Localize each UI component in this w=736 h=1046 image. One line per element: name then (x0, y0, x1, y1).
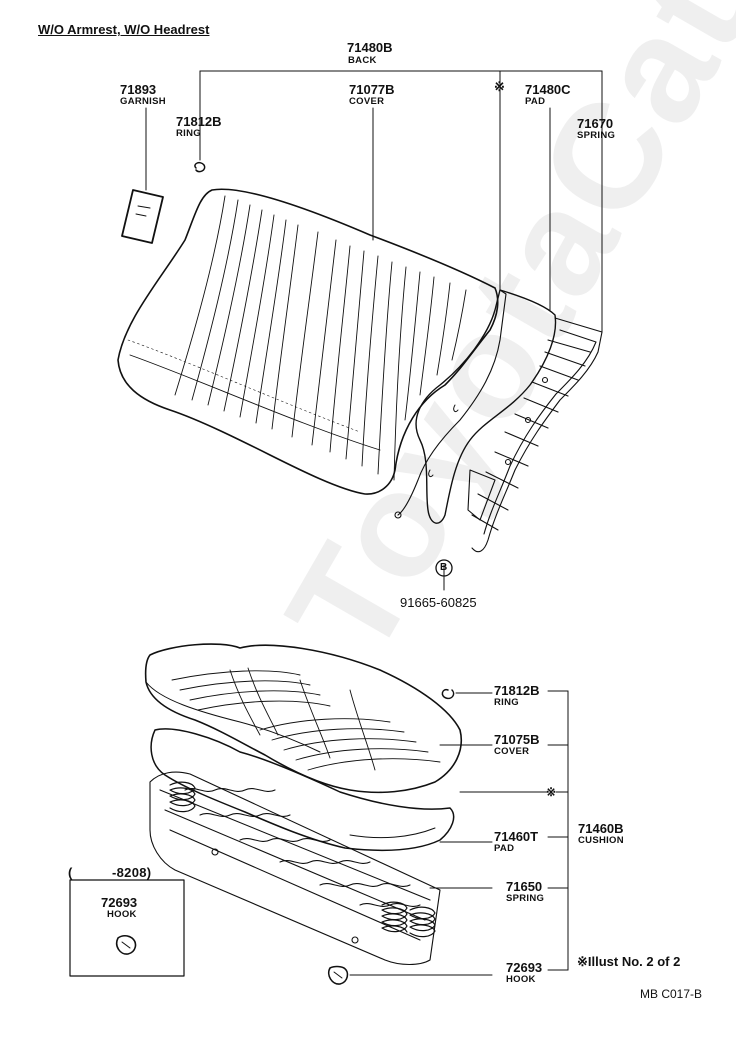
back-leader-lines (145, 70, 603, 591)
back-cover-number: 71077B (349, 82, 395, 97)
back-pad-name: PAD (525, 96, 546, 107)
cushion-pad-number: 71460T (494, 829, 539, 844)
back-group-number: 71480B (347, 40, 393, 55)
cushion-spring-number: 71650 (506, 879, 543, 894)
back-ring-part (194, 161, 206, 173)
cushion-pad-name: PAD (494, 843, 515, 854)
coil-springs (169, 781, 436, 938)
drawing-code: MB C017-B (640, 987, 703, 1001)
inset-hook-name: HOOK (107, 909, 137, 920)
back-spring-name: SPRING (577, 130, 616, 141)
cushion-group-name: CUSHION (578, 835, 624, 846)
back-pad-number: 71480C (525, 82, 571, 97)
seat-back-spring-frame (394, 289, 603, 553)
back-ring-name: RING (176, 128, 201, 139)
inset-hook-number: 72693 (101, 895, 138, 910)
back-ring-number: 71812B (176, 114, 222, 129)
cushion-ring-number: 71812B (494, 683, 540, 698)
bolt-symbol (435, 559, 453, 577)
hook-name: HOOK (506, 974, 536, 985)
garnish-name: GARNISH (120, 96, 166, 107)
garnish-part (121, 189, 164, 244)
bolt-number: 91665-60825 (400, 595, 477, 610)
seat-cushion-pad (150, 728, 455, 852)
cushion-spring-name: SPRING (506, 893, 545, 904)
cushion-cover-name: COVER (494, 746, 530, 757)
cushion-ring-part (441, 688, 455, 700)
bolt-symbol-letter: B (440, 562, 448, 573)
cushion-asterisk: ※ (546, 785, 557, 799)
hook-number: 72693 (506, 960, 543, 975)
garnish-number: 71893 (120, 82, 157, 97)
illust-note: ※Illust No. 2 of 2 (577, 954, 681, 969)
hook-part (327, 965, 349, 985)
seat-back-pad (415, 289, 557, 524)
cushion-group-number: 71460B (578, 821, 624, 836)
inset-box (69, 879, 185, 977)
seat-back-cover (117, 188, 499, 495)
cushion-cover-number: 71075B (494, 732, 540, 747)
seat-cushion-spring-frame (149, 771, 441, 966)
page-title: W/O Armrest, W/O Headrest (38, 22, 210, 37)
seat-cushion-cover (144, 643, 462, 794)
cushion-ring-name: RING (494, 697, 519, 708)
cushion-leader-lines (349, 690, 569, 976)
inset-range-end: -8208) (112, 865, 152, 880)
back-group-name: BACK (348, 55, 377, 66)
back-spring-number: 71670 (577, 116, 614, 131)
back-asterisk: ※ (494, 79, 505, 94)
back-cover-name: COVER (349, 96, 385, 107)
inset-range: ( (68, 865, 73, 880)
